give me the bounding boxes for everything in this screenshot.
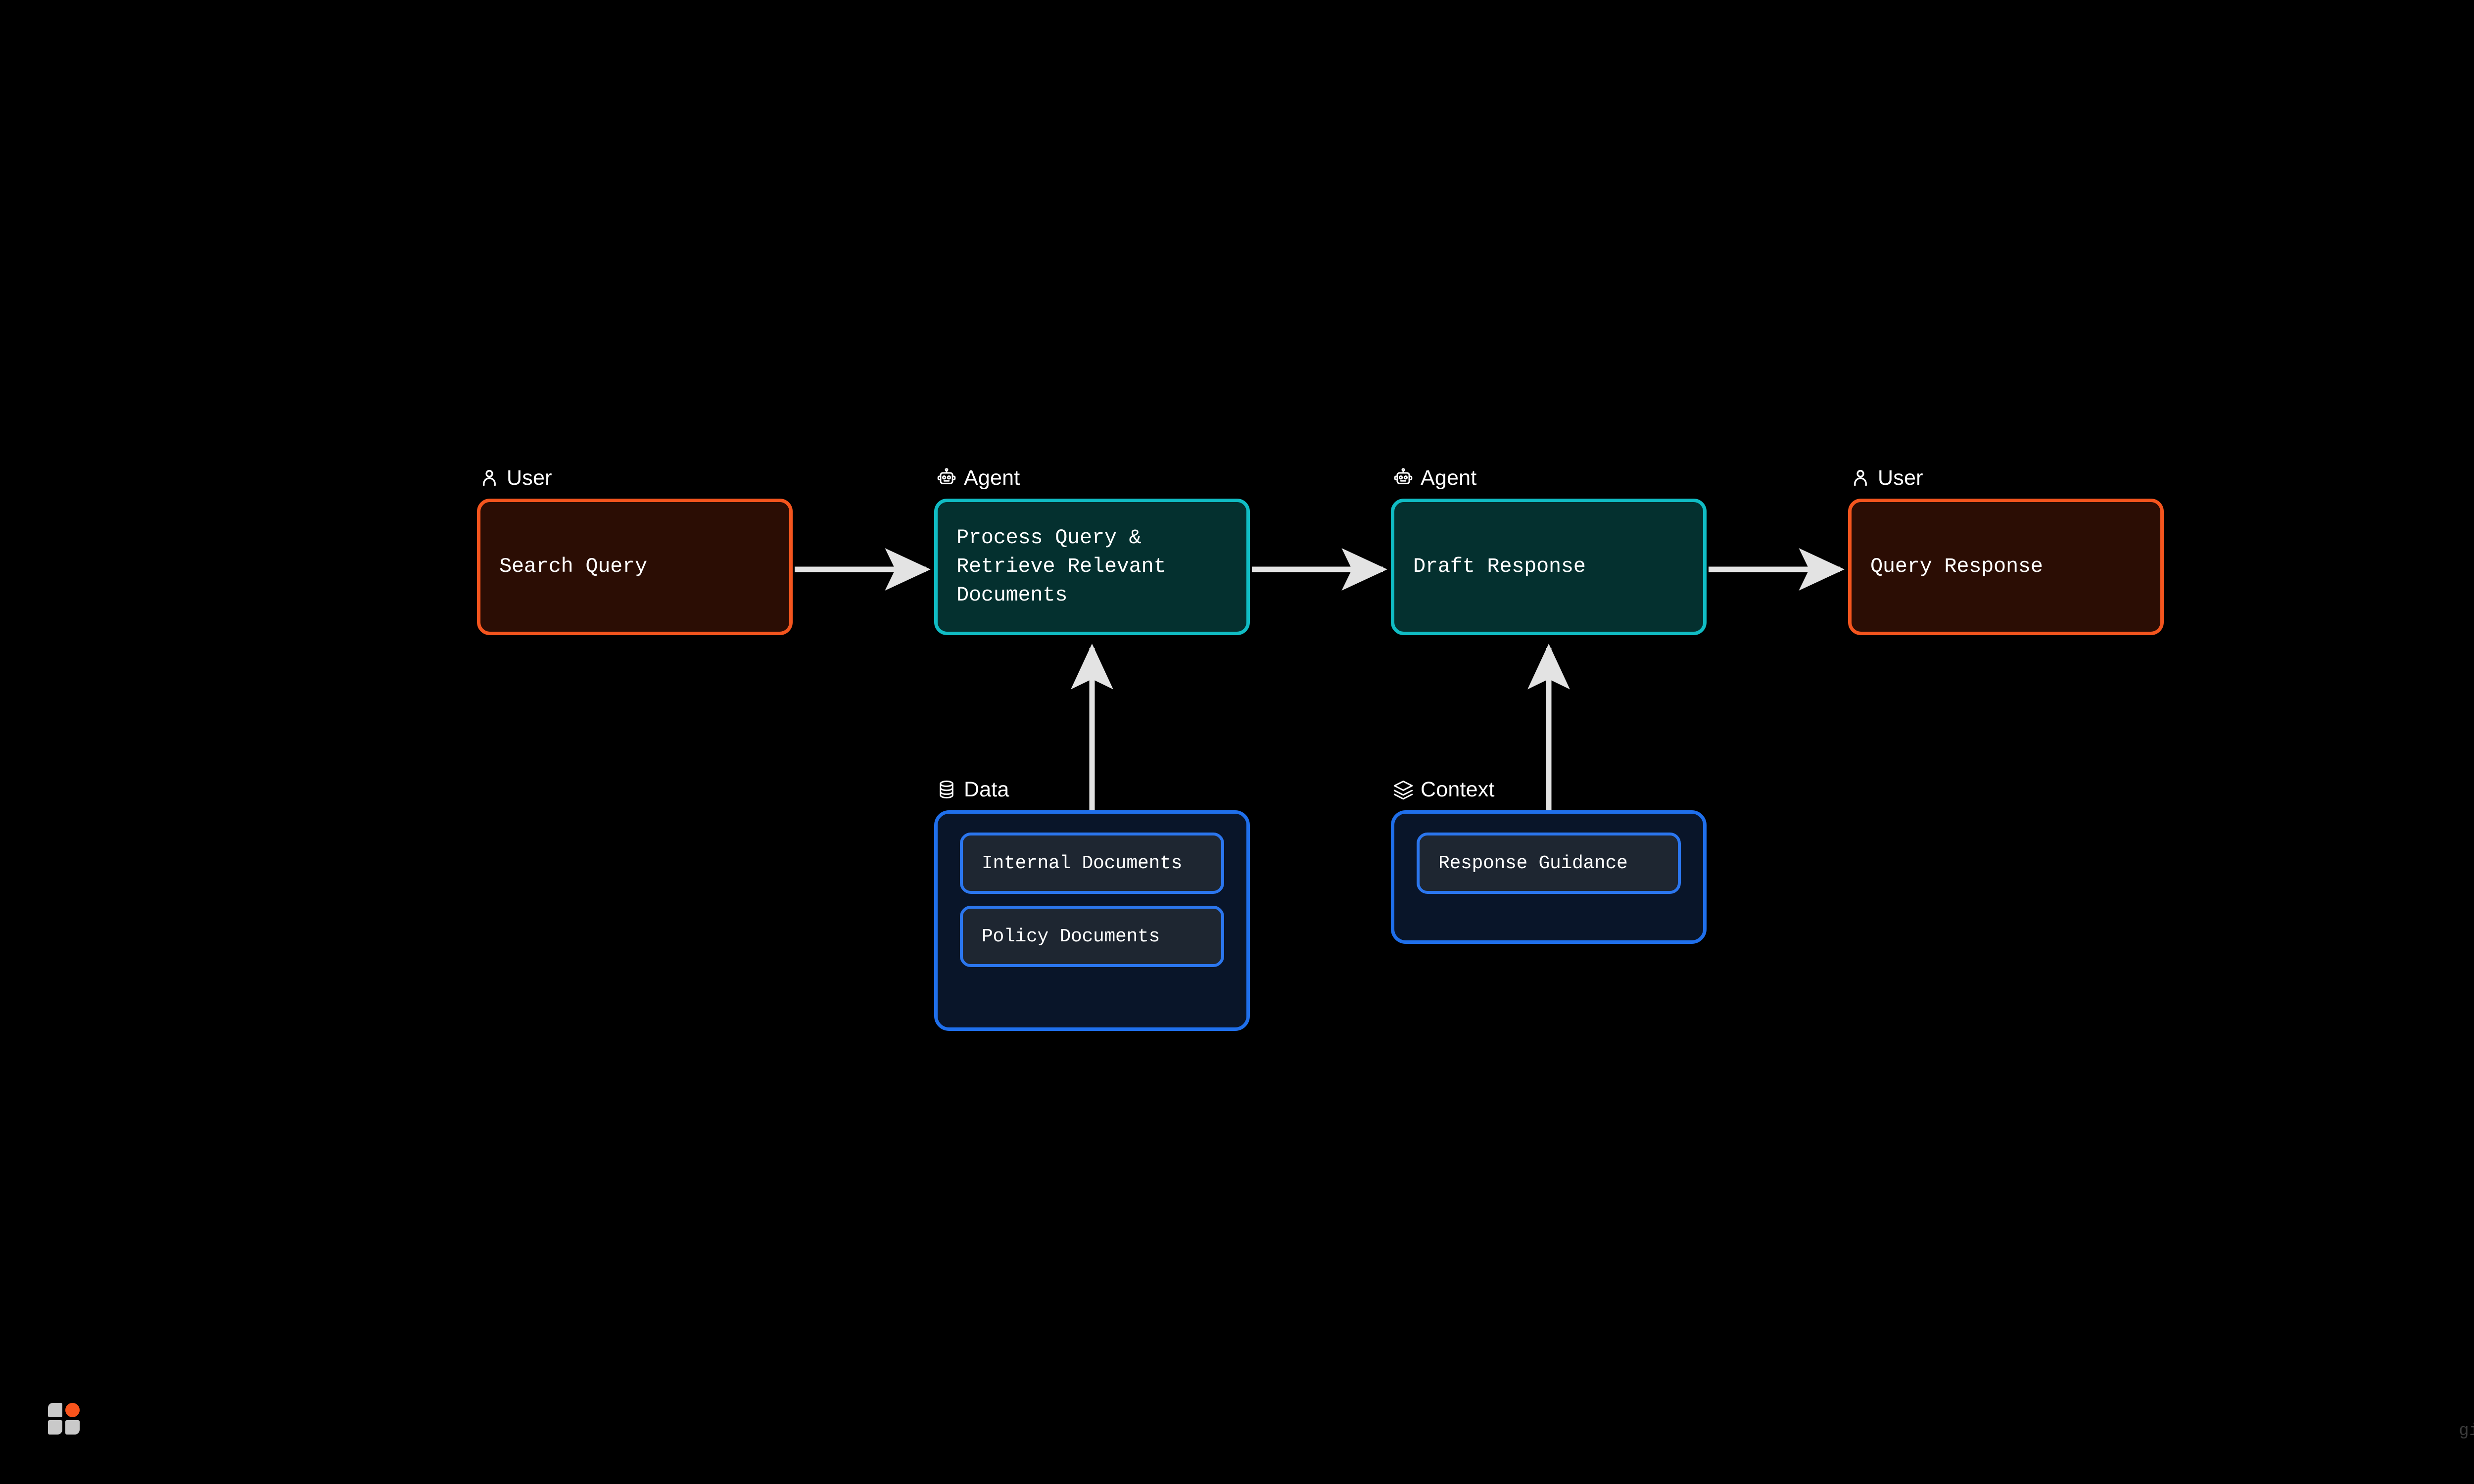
database-icon bbox=[936, 779, 957, 800]
list-item[interactable]: Response Guidance bbox=[1417, 833, 1681, 894]
resource-box-context[interactable]: Response Guidance bbox=[1391, 810, 1707, 944]
node-search-query[interactable]: User Search Query bbox=[477, 463, 793, 635]
resource-item-label: Response Guidance bbox=[1438, 852, 1628, 874]
node-label-text: User bbox=[1878, 465, 1923, 490]
resource-item-label: Policy Documents bbox=[982, 926, 1160, 947]
node-box-query-response[interactable]: Query Response bbox=[1848, 499, 2164, 635]
user-icon bbox=[1850, 467, 1871, 488]
node-draft-response[interactable]: Agent Draft Response bbox=[1391, 463, 1707, 635]
layers-icon bbox=[1393, 779, 1414, 800]
node-data-resource[interactable]: Data Internal Documents Policy Documents bbox=[934, 775, 1250, 1031]
robot-icon bbox=[1393, 467, 1414, 488]
node-box-draft-response[interactable]: Draft Response bbox=[1391, 499, 1707, 635]
node-label-text: Agent bbox=[964, 465, 1020, 490]
node-label-text: Data bbox=[964, 777, 1009, 801]
node-box-search-query[interactable]: Search Query bbox=[477, 499, 793, 635]
node-text: Search Query bbox=[499, 555, 647, 579]
node-text: Draft Response bbox=[1413, 555, 1586, 579]
node-label-text: Context bbox=[1421, 777, 1495, 801]
resource-box-data[interactable]: Internal Documents Policy Documents bbox=[934, 810, 1250, 1031]
logo-quadrant-bottom-left bbox=[48, 1420, 62, 1435]
node-label-agent-1: Agent bbox=[934, 463, 1250, 493]
watermark-text: giantkelp.com bbox=[2459, 1422, 2474, 1440]
node-label-text: Agent bbox=[1421, 465, 1477, 490]
logo-quadrant-top-right-accent bbox=[65, 1403, 80, 1417]
node-text: Query Response bbox=[1870, 555, 2043, 579]
list-item[interactable]: Policy Documents bbox=[960, 906, 1224, 967]
resource-item-label: Internal Documents bbox=[982, 852, 1183, 874]
node-query-response[interactable]: User Query Response bbox=[1848, 463, 2164, 635]
node-label-user-1: User bbox=[477, 463, 793, 493]
logo-quadrant-bottom-right bbox=[65, 1420, 80, 1435]
logo-quadrant-top-left bbox=[48, 1403, 62, 1417]
node-process-query[interactable]: Agent Process Query & Retrieve Relevant … bbox=[934, 463, 1250, 635]
node-label-agent-2: Agent bbox=[1391, 463, 1707, 493]
list-item[interactable]: Internal Documents bbox=[960, 833, 1224, 894]
node-label-user-2: User bbox=[1848, 463, 2164, 493]
node-text: Process Query & Retrieve Relevant Docume… bbox=[956, 526, 1166, 607]
node-box-process-query[interactable]: Process Query & Retrieve Relevant Docume… bbox=[934, 499, 1250, 635]
robot-icon bbox=[936, 467, 957, 488]
node-label-data: Data bbox=[934, 775, 1250, 804]
user-icon bbox=[479, 467, 500, 488]
node-label-text: User bbox=[507, 465, 552, 490]
giantkelp-logo[interactable] bbox=[48, 1403, 80, 1435]
node-context-resource[interactable]: Context Response Guidance bbox=[1391, 775, 1707, 944]
node-label-context: Context bbox=[1391, 775, 1707, 804]
